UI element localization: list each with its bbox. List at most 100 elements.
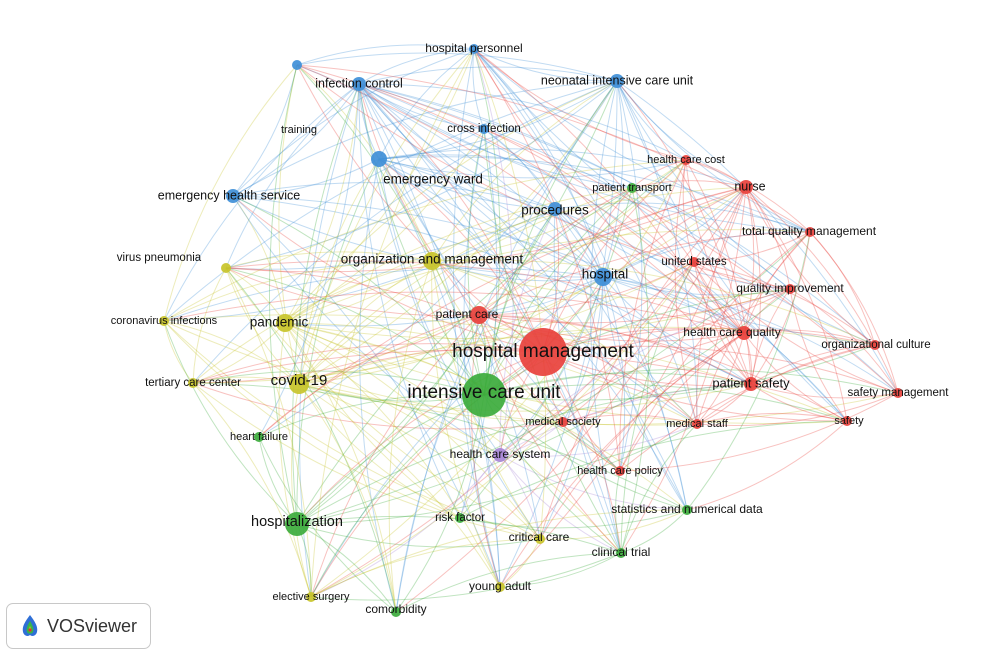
link-hospital_management-infection_control: [358, 83, 544, 353]
link-nurse-safety: [745, 186, 848, 422]
link-statistics_numerical_data-total_quality_management: [686, 231, 811, 511]
node-virus_pneumonia[interactable]: [221, 263, 231, 273]
node-intensive_care_unit[interactable]: [462, 373, 506, 417]
node-heart_failure[interactable]: [254, 432, 264, 442]
link-critical_care-hospitalization: [296, 523, 541, 548]
link-emergency_health_service-health_care_system: [232, 195, 501, 456]
node-risk_factor[interactable]: [455, 513, 465, 523]
link-elective_surgery-health_care_cost: [310, 159, 687, 598]
node-nurse[interactable]: [739, 180, 753, 194]
node-hospital[interactable]: [594, 268, 612, 286]
node-tertiary_care_center[interactable]: [188, 378, 198, 388]
link-health_care_cost-medical_staff: [674, 159, 698, 425]
label-emergency_health_service: emergency health service: [158, 188, 300, 202]
node-total_quality_management[interactable]: [805, 227, 815, 237]
node-comorbidity[interactable]: [391, 607, 401, 617]
node-neonatal_icu[interactable]: [610, 74, 624, 88]
link-emergency_ward-health_care_system: [378, 158, 501, 456]
link-emergency_ward-neonatal_icu: [378, 80, 618, 160]
link-organization_and_management-procedures: [431, 208, 556, 262]
link-emergency_health_service-infection_control: [232, 83, 360, 197]
node-safety_management[interactable]: [893, 388, 903, 398]
node-patient_care[interactable]: [470, 306, 488, 324]
node-medical_society[interactable]: [558, 417, 568, 427]
link-covid19-tertiary_care_center: [192, 376, 300, 385]
node-statistics_numerical_data[interactable]: [682, 505, 692, 515]
link-procedures-statistics_numerical_data: [554, 208, 688, 511]
link-patient_safety-safety: [750, 383, 848, 422]
node-emergency_ward[interactable]: [371, 151, 387, 167]
link-medical_staff-procedures: [554, 208, 698, 425]
link-health_care_cost-infection_control: [358, 83, 687, 161]
node-health_care_cost[interactable]: [681, 155, 691, 165]
link-covid19-safety_management: [298, 383, 899, 426]
node-organizational_culture[interactable]: [870, 340, 880, 350]
node-clinical_trial[interactable]: [616, 548, 626, 558]
label-hospital_management: hospital management: [452, 341, 634, 362]
node-united_states[interactable]: [689, 257, 699, 267]
link-health_care_quality-medical_society: [562, 332, 745, 423]
link-covid19-elective_surgery: [291, 383, 312, 598]
node-cross_infection[interactable]: [479, 124, 489, 134]
node-pandemic[interactable]: [276, 314, 294, 332]
link-emergency_ward-total_quality_management: [378, 156, 811, 233]
link-infection_control-patient_transport: [358, 83, 633, 189]
node-safety[interactable]: [842, 416, 852, 426]
node-infection_control[interactable]: [352, 77, 366, 91]
node-covid19[interactable]: [289, 374, 309, 394]
link-hospital-medical_society: [562, 276, 604, 423]
link-pandemic-total_quality_management: [284, 229, 811, 324]
node-procedures[interactable]: [548, 202, 562, 216]
link-risk_factor-statistics_numerical_data: [459, 509, 688, 529]
node-health_care_quality[interactable]: [737, 326, 751, 340]
label-quality_improvement: quality improvement: [736, 281, 844, 295]
node-health_care_policy[interactable]: [615, 466, 625, 476]
node-patient_safety[interactable]: [744, 377, 758, 391]
link-health_care_cost-united_states: [682, 159, 695, 263]
link-patient_safety-tertiary_care_center: [192, 349, 752, 385]
label-procedures: procedures: [521, 203, 589, 218]
node-quality_improvement[interactable]: [785, 284, 795, 294]
link-infection_control-safety_management: [358, 83, 899, 394]
link-coronavirus_infections-training: [163, 64, 298, 322]
link-infection_control-young_adult: [358, 83, 501, 588]
link-clinical_trial-neonatal_icu: [590, 80, 622, 554]
link-critical_care-infection_control: [358, 83, 541, 540]
link-hospitalization-medical_staff: [296, 423, 698, 525]
node-young_adult[interactable]: [495, 582, 505, 592]
node-emergency_health_service[interactable]: [226, 189, 240, 203]
link-covid19-risk_factor: [298, 383, 461, 519]
link-patient_care-safety: [478, 314, 848, 422]
node-health_care_system[interactable]: [493, 448, 507, 462]
link-coronavirus_infections-infection_control: [163, 83, 360, 322]
node-hospital_management[interactable]: [519, 328, 567, 376]
node-hospitalization[interactable]: [285, 512, 309, 536]
link-health_care_cost-neonatal_icu: [616, 80, 687, 161]
node-critical_care[interactable]: [535, 534, 545, 544]
link-health_care_policy-safety_management: [619, 392, 899, 472]
link-health_care_cost-intensive_care_unit: [483, 159, 687, 396]
link-neonatal_icu-organization_and_management: [431, 80, 618, 262]
label-health_care_cost: health care cost: [647, 154, 725, 166]
node-elective_surgery[interactable]: [306, 592, 316, 602]
link-health_care_system-medical_staff: [499, 423, 698, 457]
link-health_care_quality-nurse: [743, 186, 755, 334]
link-health_care_system-quality_improvement: [499, 288, 791, 456]
link-total_quality_management-training: [296, 64, 811, 233]
node-patient_transport[interactable]: [627, 183, 637, 193]
link-medical_staff-patient_care: [478, 314, 698, 425]
link-total_quality_management-united_states: [693, 231, 811, 263]
link-hospital-nurse: [602, 186, 747, 278]
link-hospital_management-organizational_culture: [542, 327, 876, 353]
node-organization_and_management[interactable]: [423, 252, 441, 270]
node-hospital_personnel[interactable]: [469, 44, 479, 54]
link-procedures-quality_improvement: [554, 208, 791, 290]
node-medical_staff[interactable]: [692, 419, 702, 429]
link-hospital_management-quality_improvement: [542, 288, 791, 353]
node-training[interactable]: [292, 60, 302, 70]
link-heart_failure-neonatal_icu: [258, 80, 618, 438]
node-coronavirus_infections[interactable]: [159, 316, 169, 326]
link-pandemic-young_adult: [284, 322, 501, 588]
link-clinical_trial-comorbidity: [395, 552, 622, 613]
